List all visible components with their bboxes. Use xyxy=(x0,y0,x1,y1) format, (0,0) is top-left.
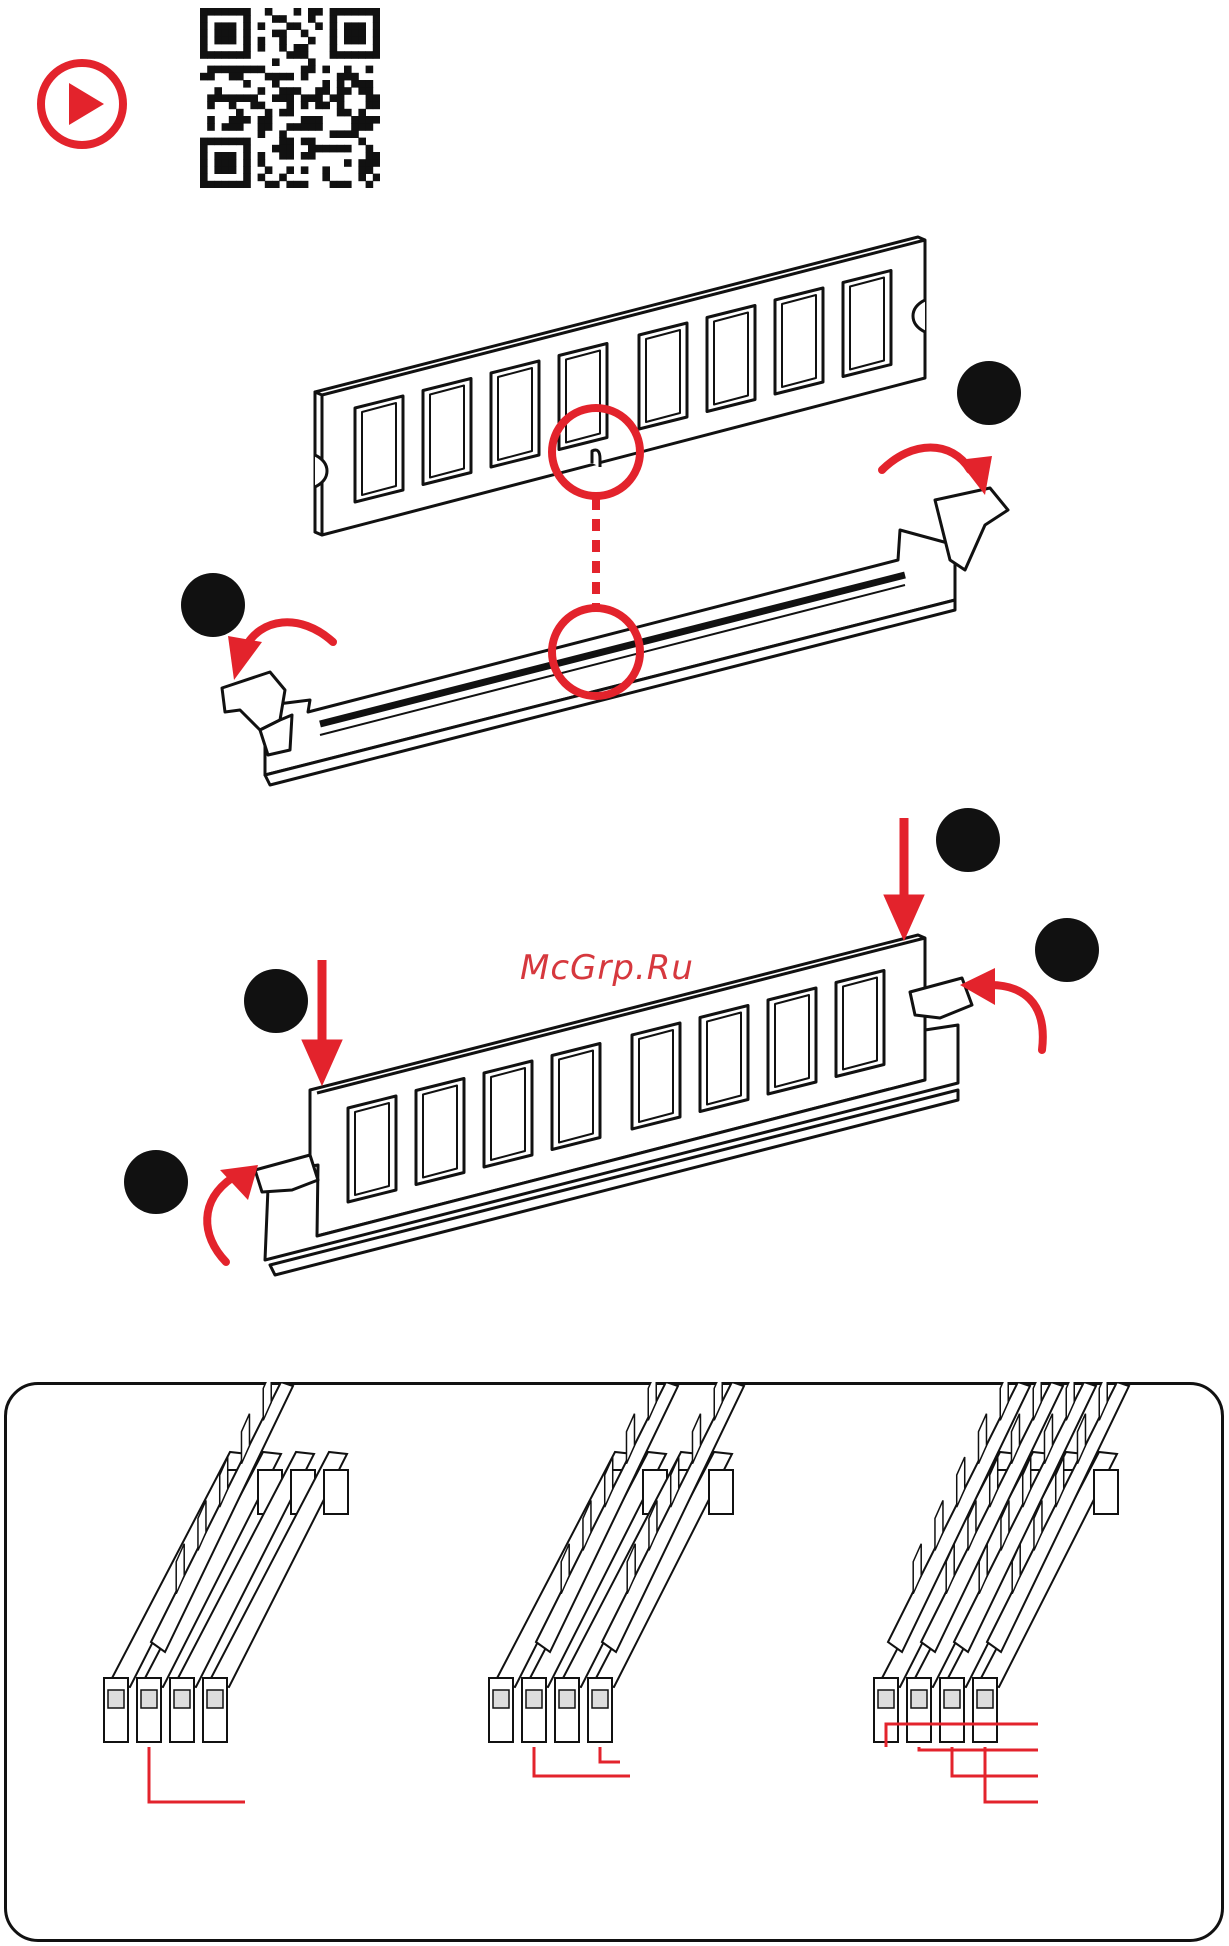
slot-latch xyxy=(522,1678,546,1742)
slot-latch xyxy=(104,1678,128,1742)
slot-latch-tab xyxy=(493,1690,509,1708)
slot-latch xyxy=(588,1678,612,1742)
slot-latch xyxy=(137,1678,161,1742)
slot-latch-tab xyxy=(526,1690,542,1708)
slot-latch xyxy=(489,1678,513,1742)
slot-indicator-line xyxy=(149,1747,245,1802)
config-two-modules xyxy=(489,1382,744,1776)
slot-latch-tab xyxy=(911,1690,927,1708)
slot-indicator-line xyxy=(919,1747,1038,1750)
slot-latch-tab xyxy=(559,1690,575,1708)
slot-latch-top xyxy=(709,1470,733,1514)
step-circle xyxy=(124,1150,188,1214)
config-one-module xyxy=(104,1382,348,1802)
slot-latch xyxy=(907,1678,931,1742)
slot-latch-tab xyxy=(977,1690,993,1708)
slot-latch-tab xyxy=(174,1690,190,1708)
slot-configurations xyxy=(0,1382,1229,1942)
step-circle xyxy=(181,573,245,637)
slot-latch xyxy=(170,1678,194,1742)
slot-latch-tab xyxy=(944,1690,960,1708)
slot-latch-tab xyxy=(108,1690,124,1708)
slot-latch-top xyxy=(324,1470,348,1514)
slot-latch-tab xyxy=(207,1690,223,1708)
slot-latch xyxy=(973,1678,997,1742)
slot-latch xyxy=(940,1678,964,1742)
step-circle xyxy=(244,969,308,1033)
config-four-modules xyxy=(874,1382,1129,1802)
memory-install-diagram xyxy=(0,0,1229,1380)
slot-latch xyxy=(203,1678,227,1742)
watermark-text: McGrp.Ru xyxy=(520,948,840,988)
slot-indicator-line xyxy=(600,1747,620,1762)
slot-latch-tab xyxy=(141,1690,157,1708)
step-circle xyxy=(1035,918,1099,982)
step-circle xyxy=(936,808,1000,872)
slot-latch-tab xyxy=(592,1690,608,1708)
step-circle xyxy=(957,361,1021,425)
slot-latch-top xyxy=(1094,1470,1118,1514)
dimm-slot-top xyxy=(222,488,1008,785)
slot-latch xyxy=(555,1678,579,1742)
slot-latch-tab xyxy=(878,1690,894,1708)
